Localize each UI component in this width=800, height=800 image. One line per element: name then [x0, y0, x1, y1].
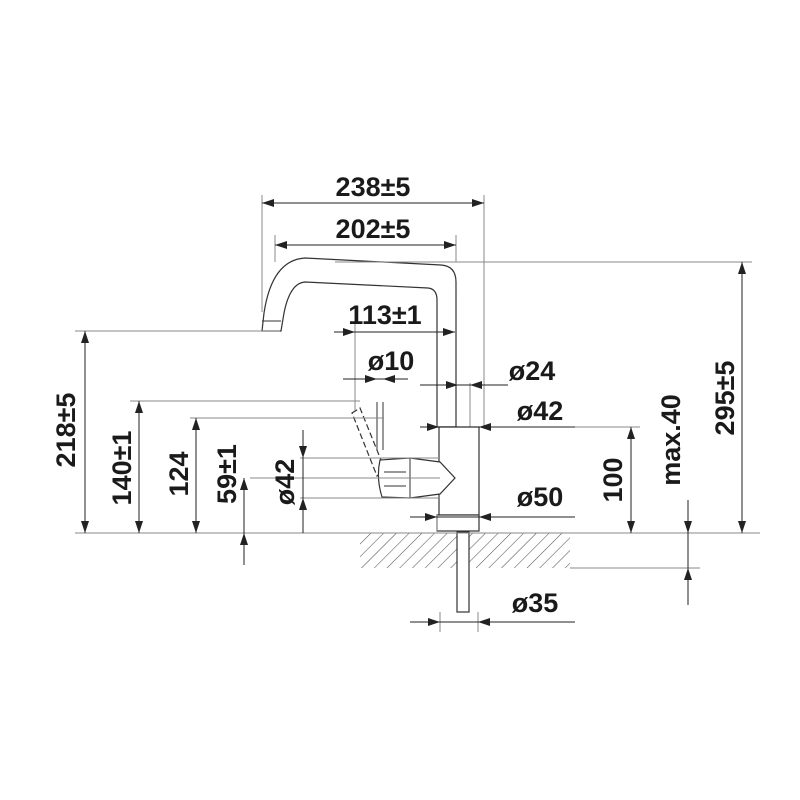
- extension-lines: [75, 195, 760, 632]
- spout-tube: [261, 257, 457, 428]
- dimension-labels: 238±5 202±5 113±1 ø10 ø24 ø42 ø50 ø35 21…: [51, 172, 740, 618]
- dim-height-100: 100: [598, 457, 628, 502]
- dim-diameter-50: ø50: [517, 482, 564, 512]
- dim-diameter-42-left: ø42: [270, 459, 300, 506]
- dim-height-59: 59±1: [212, 444, 242, 504]
- dim-diameter-35: ø35: [512, 588, 559, 618]
- mounting-shank: [456, 531, 470, 613]
- dim-height-140: 140±1: [107, 431, 137, 506]
- dim-height-295: 295±5: [710, 361, 740, 436]
- dim-height-218: 218±5: [51, 393, 81, 468]
- dimension-lines: [81, 199, 746, 626]
- dim-diameter-24: ø24: [509, 356, 556, 386]
- dim-diameter-42-right: ø42: [517, 396, 564, 426]
- dim-offset-113: 113±1: [348, 300, 421, 330]
- dim-diameter-10: ø10: [368, 346, 415, 376]
- dim-height-124: 124: [164, 451, 194, 496]
- dim-width-238: 238±5: [336, 172, 411, 202]
- dim-width-202: 202±5: [336, 214, 411, 244]
- dim-max-40: max.40: [656, 394, 686, 486]
